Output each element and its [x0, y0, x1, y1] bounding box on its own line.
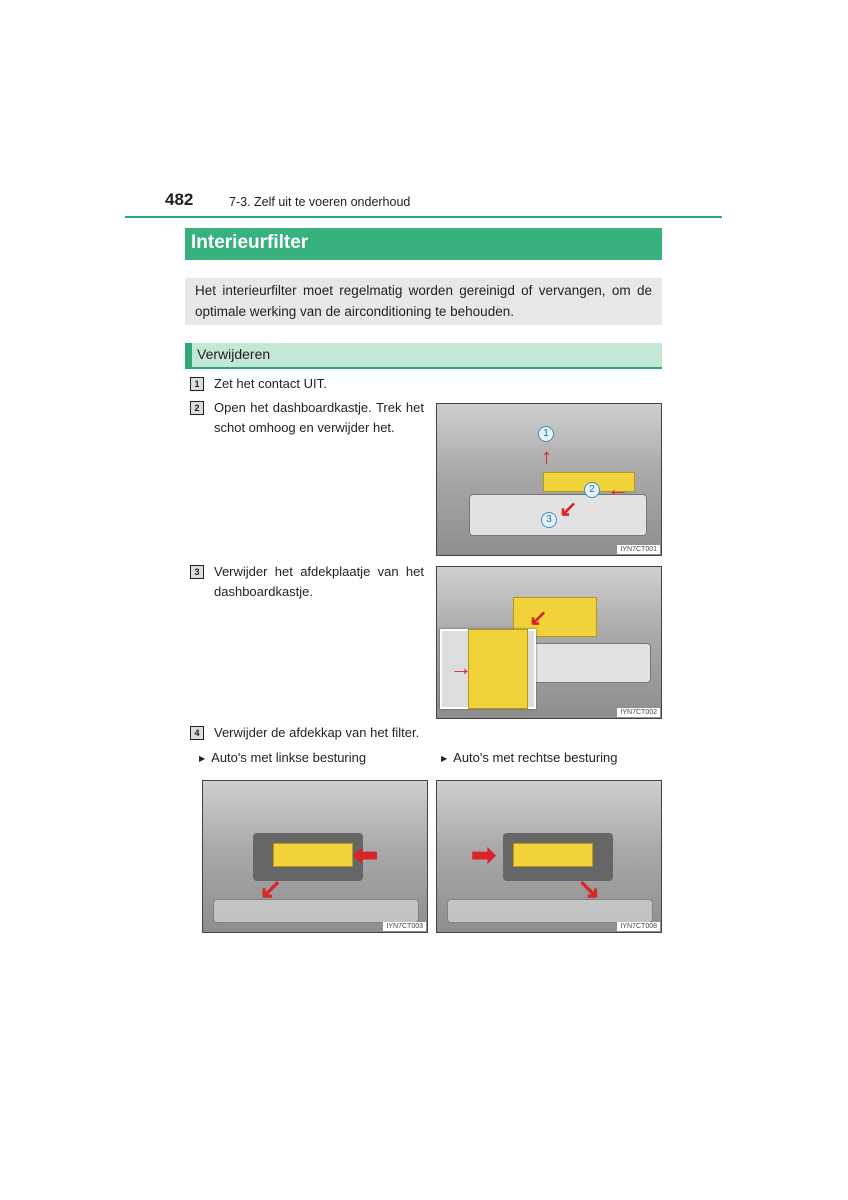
glovebox-lid — [447, 899, 653, 923]
step-4: 4 Verwijder de afdekkap van het filter. — [190, 723, 490, 743]
figure-code: IYN7CT003 — [383, 922, 426, 931]
triangle-bullet-icon: ▶ — [199, 754, 206, 763]
step-3: 3 Verwijder het afdekplaatje van het dash… — [190, 562, 424, 602]
step-2: 2 Open het dashboardkastje. Trek het scho… — [190, 398, 424, 438]
arrow-left-icon: ↙ — [529, 605, 548, 630]
arrow-out-icon: ↙ — [559, 496, 578, 521]
arrow-out-icon: ↘ — [577, 873, 601, 904]
intro-box: Het interieurfilter moet regelmatig word… — [185, 278, 662, 325]
page-number: 482 — [165, 190, 194, 209]
glovebox-lid — [213, 899, 419, 923]
step-number: 1 — [190, 377, 204, 391]
section-title: 7-3. Zelf uit te voeren onderhoud — [229, 195, 411, 209]
callout-3: 3 — [541, 512, 557, 528]
figure-filter-lhd: ⬅ ↙ IYN7CT003 — [202, 780, 428, 933]
glovebox-lid — [469, 494, 647, 536]
figure-code: IYN7CT002 — [617, 708, 660, 717]
step-text: Zet het contact UIT. — [214, 376, 327, 391]
step-text: Verwijder de afdekkap van het filter. — [214, 725, 420, 740]
step-1: 1 Zet het contact UIT. — [190, 374, 424, 394]
cover-plate-detail — [468, 629, 528, 709]
callout-2: 2 — [584, 482, 600, 498]
arrow-out-icon: ↙ — [259, 873, 283, 904]
bullet-lhd: ▶Auto's met linkse besturing — [199, 750, 367, 765]
arrow-left-icon: ← — [607, 476, 629, 501]
subheading: Verwijderen — [185, 343, 662, 369]
step-number: 3 — [190, 565, 204, 579]
filter-cover-highlight — [273, 843, 353, 867]
bullet-rhd: ▶Auto's met rechtse besturing — [441, 750, 618, 765]
filter-cover-highlight — [513, 843, 593, 867]
figure-code: IYN7CT001 — [617, 545, 660, 554]
callout-1: 1 — [538, 426, 554, 442]
glovebox-lid — [527, 643, 651, 683]
step-text: Open het dashboardkastje. Trek het schot… — [214, 400, 424, 435]
header-divider — [125, 216, 722, 218]
figure-cover-plate: ↙ → IYN7CT002 — [436, 566, 662, 719]
figure-filter-rhd: ➡ ↘ IYN7CT008 — [436, 780, 662, 933]
arrow-up-icon: ↑ — [541, 444, 552, 469]
page-title: Interieurfilter — [185, 228, 662, 260]
figure-code: IYN7CT008 — [617, 922, 660, 931]
inset-detail: → — [440, 629, 536, 709]
step-text: Verwijder het afdekplaatje van het dashb… — [214, 564, 424, 599]
step-number: 2 — [190, 401, 204, 415]
figure-glovebox-open: ↑ ← ↙ 1 2 3 IYN7CT001 — [436, 403, 662, 556]
arrow-right-icon: → — [450, 655, 472, 680]
arrow-right-icon: ➡ — [471, 839, 497, 872]
arrow-left-icon: ⬅ — [353, 839, 379, 872]
triangle-bullet-icon: ▶ — [441, 754, 448, 763]
step-number: 4 — [190, 726, 204, 740]
